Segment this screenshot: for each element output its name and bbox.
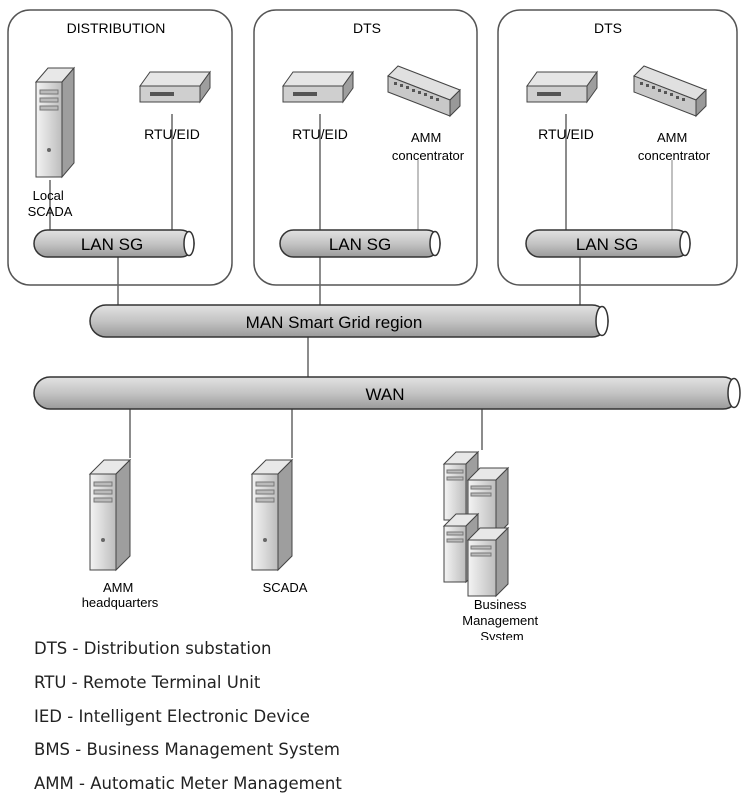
group-title-distribution: DISTRIBUTION [67, 20, 166, 36]
group-title-dts-2: DTS [594, 20, 622, 36]
amm-concentrator-label-2: AMM concentrator [638, 130, 711, 163]
amm-concentrator-icon-2 [633, 65, 707, 118]
amm-concentrator-icon-1 [387, 65, 461, 118]
rtu-eid-device-icon-3 [526, 70, 598, 104]
rtu-eid-label-1: RTU/EID [144, 126, 200, 142]
abbreviation-legend: DTS - Distribution substation RTU - Remo… [34, 640, 342, 809]
lan-sg-bus-1 [33, 229, 195, 258]
rtu-eid-label-3: RTU/EID [538, 126, 594, 142]
amm-concentrator-label-1: AMM concentrator [392, 130, 465, 163]
man-bus [89, 304, 609, 338]
lan-sg-label-2: LAN SG [329, 235, 391, 254]
scada-label: SCADA [263, 580, 308, 595]
legend-item-dts: DTS - Distribution substation [34, 639, 272, 658]
lan-sg-bus-3 [525, 229, 691, 258]
rtu-eid-device-icon-1 [139, 70, 211, 104]
lan-sg-bus-2 [279, 229, 441, 258]
man-label: MAN Smart Grid region [246, 313, 423, 332]
local-scada-label: Local SCADA [28, 188, 73, 219]
lan-sg-label-3: LAN SG [576, 235, 638, 254]
legend-item-amm: AMM - Automatic Meter Management [34, 774, 342, 794]
legend-item-rtu: RTU - Remote Terminal Unit [34, 672, 261, 692]
rtu-eid-device-icon-2 [282, 70, 354, 104]
scada-server-icon [250, 458, 294, 572]
amm-headquarters-label: AMM headquarters [82, 580, 159, 610]
business-management-system-label: Business Management System [462, 597, 542, 640]
wan-label: WAN [365, 385, 404, 404]
network-diagram: DISTRIBUTION DTS DTS Local SCADA [7, 9, 741, 640]
lan-sg-label-1: LAN SG [81, 235, 143, 254]
rtu-eid-label-2: RTU/EID [292, 126, 348, 142]
legend-item-bms: BMS - Business Management System [34, 740, 340, 760]
legend-item-ied: IED - Intelligent Electronic Device [34, 706, 310, 726]
local-scada-server-icon [34, 66, 76, 179]
amm-headquarters-server-icon [88, 458, 132, 572]
wan-bus [33, 376, 741, 410]
group-title-dts-1: DTS [353, 20, 381, 36]
group-connectors [49, 114, 673, 458]
business-management-system-servers-icon [442, 450, 510, 598]
